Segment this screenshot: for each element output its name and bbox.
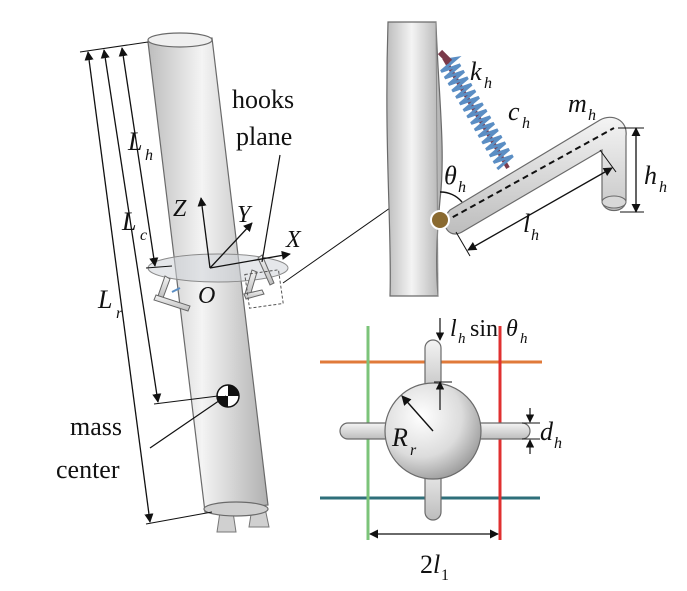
L-c-label: L c — [121, 207, 147, 244]
svg-text:h: h — [522, 115, 530, 132]
svg-text:h: h — [458, 331, 466, 347]
svg-text:h: h — [484, 75, 492, 92]
svg-text:sin: sin — [470, 316, 498, 342]
hooks-plane-leader — [261, 154, 281, 263]
radius-arrow — [401, 395, 434, 432]
svg-text:c: c — [140, 227, 147, 244]
svg-text:l: l — [433, 550, 440, 579]
top-view-panel: l h sin θ h R r d h 2 l 1 — [320, 316, 562, 584]
svg-text:h: h — [659, 179, 667, 196]
theta-h-label: θ h — [444, 161, 466, 196]
R-r-label: R r — [391, 423, 417, 459]
svg-text:R: R — [391, 423, 408, 452]
svg-text:l: l — [450, 316, 457, 342]
l-h-dimension — [467, 167, 613, 251]
c-h-label: c h — [508, 97, 530, 132]
X-axis-label: X — [285, 227, 302, 253]
rocket-top — [147, 32, 213, 48]
rocket-panel: hooks plane mass center L h L c L r Z Y … — [56, 32, 391, 533]
dimension-lines — [79, 41, 219, 525]
mass-center-symbol — [216, 384, 240, 408]
pivot-joint — [430, 210, 450, 230]
wall-section — [386, 21, 443, 297]
x-axis — [209, 250, 291, 269]
mass-center-label-1: mass — [70, 412, 122, 441]
hook-detail-box — [244, 269, 284, 309]
m-h-label: m h — [568, 89, 596, 124]
svg-text:θ: θ — [444, 161, 457, 190]
svg-text:h: h — [531, 227, 539, 244]
Z-axis-label: Z — [173, 196, 187, 222]
svg-text:h: h — [644, 161, 657, 190]
hooks-plane-label-1: hooks — [232, 85, 294, 114]
Y-axis-label: Y — [237, 202, 253, 228]
svg-text:k: k — [470, 57, 482, 86]
L-h-label: L h — [127, 127, 153, 164]
svg-text:m: m — [568, 89, 587, 118]
hook-detail-panel: k h c h m h h h θ h l h — [386, 21, 667, 297]
z-axis — [197, 197, 211, 269]
svg-text:d: d — [540, 417, 554, 446]
d-h-label: d h — [540, 417, 562, 452]
svg-text:h: h — [145, 147, 153, 164]
hook-blue-mark — [171, 287, 181, 293]
svg-text:c: c — [508, 97, 520, 126]
rocket-bottom — [203, 501, 269, 517]
svg-text:l: l — [523, 209, 530, 238]
y-axis — [209, 222, 253, 269]
O-origin-label: O — [198, 283, 215, 309]
two-l1-label: 2 l 1 — [420, 550, 449, 584]
hooks-plane-label-2: plane — [236, 122, 292, 151]
l-h-label: l h — [523, 209, 539, 244]
spring-k-h — [437, 49, 514, 171]
svg-text:L: L — [127, 127, 142, 156]
theta-arc — [439, 191, 463, 203]
detail-connector — [282, 207, 391, 284]
l-h-sin-theta-label: l h sin θ h — [450, 316, 528, 347]
mass-center-label-2: center — [56, 455, 120, 484]
svg-text:r: r — [116, 305, 123, 322]
svg-text:L: L — [121, 207, 136, 236]
svg-text:h: h — [588, 107, 596, 124]
L-r-label: L r — [97, 285, 123, 322]
svg-text:1: 1 — [441, 567, 449, 584]
svg-text:h: h — [554, 435, 562, 452]
svg-text:L: L — [97, 285, 112, 314]
k-h-label: k h — [470, 57, 492, 92]
svg-text:h: h — [458, 179, 466, 196]
h-h-label: h h — [644, 161, 667, 196]
svg-text:h: h — [520, 331, 528, 347]
mass-center-leader — [149, 395, 227, 449]
svg-text:θ: θ — [506, 316, 518, 342]
svg-text:r: r — [410, 442, 417, 459]
svg-text:2: 2 — [420, 550, 433, 579]
